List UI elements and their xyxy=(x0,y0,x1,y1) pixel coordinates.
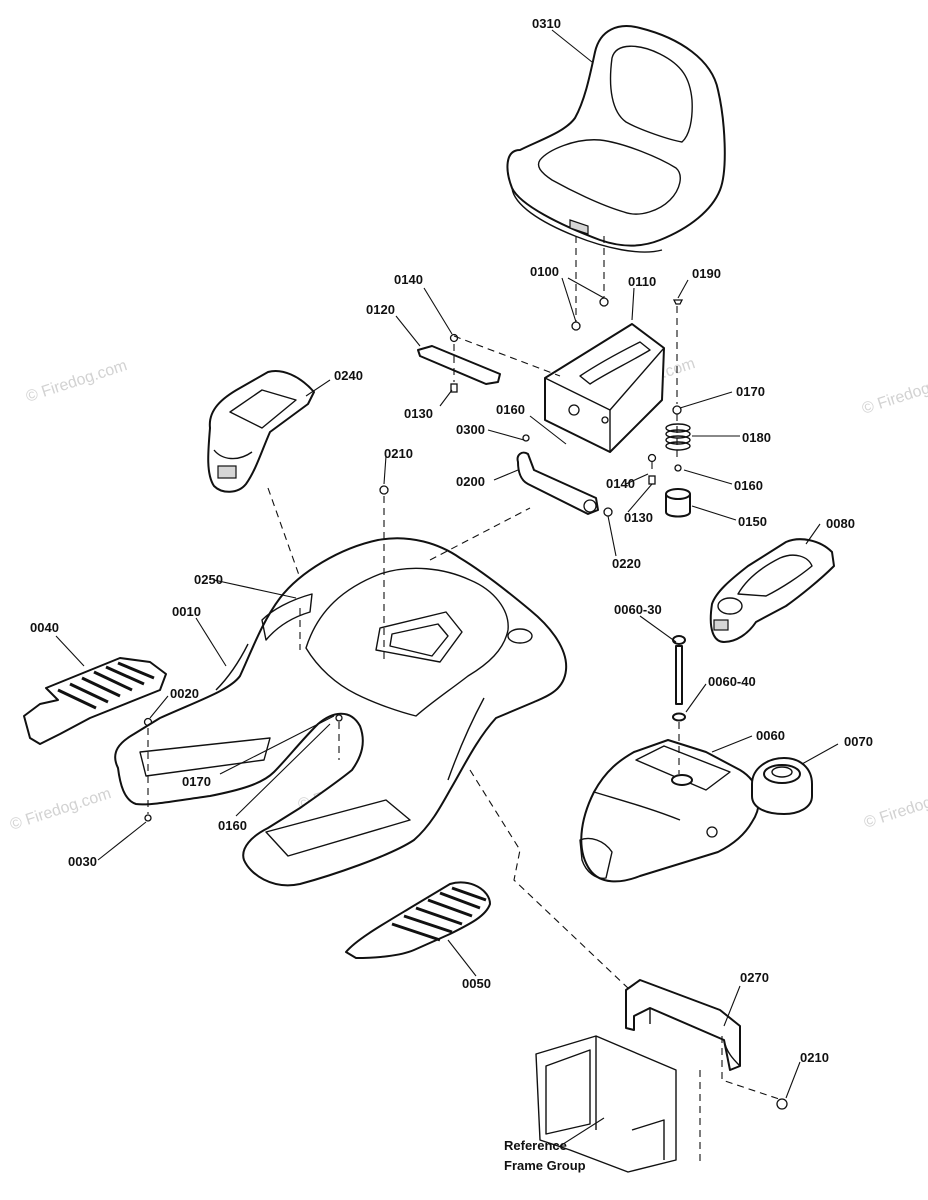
spring-drawing xyxy=(665,423,691,451)
label-0110: 0110 xyxy=(628,274,656,289)
label-0060-40: 0060-40 xyxy=(708,674,756,689)
label-0060-30: 0060-30 xyxy=(614,602,662,617)
bumper-drawing xyxy=(665,488,691,518)
seat-drawing xyxy=(506,25,726,253)
label-0050: 0050 xyxy=(462,976,491,991)
watermark-3: © Firedog.com xyxy=(860,369,928,418)
label-0130-mid: 0130 xyxy=(624,510,653,525)
right-pod-drawing xyxy=(709,538,835,643)
bracket-drawing xyxy=(625,979,741,1071)
label-0080: 0080 xyxy=(826,516,855,531)
label-0170-top: 0170 xyxy=(736,384,765,399)
label-0010: 0010 xyxy=(172,604,201,619)
assembly-lines xyxy=(147,236,783,1166)
fuel-cap-drawing xyxy=(751,757,813,815)
label-0140-mid: 0140 xyxy=(606,476,635,491)
label-0240: 0240 xyxy=(334,368,363,383)
part-labels: 0310 0100 0110 0190 0140 0120 0130 0240 … xyxy=(30,16,873,1173)
fender-body-drawing xyxy=(114,537,568,887)
label-0060: 0060 xyxy=(756,728,785,743)
label-0130-top: 0130 xyxy=(404,406,433,421)
label-0040: 0040 xyxy=(30,620,59,635)
label-0190: 0190 xyxy=(692,266,721,281)
hinge-rod-drawing xyxy=(516,451,599,515)
watermark-1: © Firedog.com xyxy=(24,357,129,406)
label-0140-top: 0140 xyxy=(394,272,423,287)
label-0300: 0300 xyxy=(456,422,485,437)
label-0210-top: 0210 xyxy=(384,446,413,461)
left-foot-pad-drawing xyxy=(23,657,167,745)
label-0160-mid: 0160 xyxy=(734,478,763,493)
left-pod-drawing xyxy=(207,370,315,493)
label-0180: 0180 xyxy=(742,430,771,445)
label-0170-bottom: 0170 xyxy=(182,774,211,789)
label-0160-top: 0160 xyxy=(496,402,525,417)
seat-bracket-drawing xyxy=(544,323,665,453)
label-0270: 0270 xyxy=(740,970,769,985)
label-0030: 0030 xyxy=(68,854,97,869)
label-0100: 0100 xyxy=(530,264,559,279)
reference-label-line2: Frame Group xyxy=(504,1158,586,1173)
label-0150: 0150 xyxy=(738,514,767,529)
leader-lines xyxy=(55,29,839,1147)
label-0120: 0120 xyxy=(366,302,395,317)
label-0160-bottom: 0160 xyxy=(218,818,247,833)
slide-rail-drawing xyxy=(417,345,501,385)
label-0310: 0310 xyxy=(532,16,561,31)
label-0070: 0070 xyxy=(844,734,873,749)
label-0210-bottom: 0210 xyxy=(800,1050,829,1065)
watermark-4: © Firedog.com xyxy=(8,785,113,834)
label-0020: 0020 xyxy=(170,686,199,701)
fuel-tank-drawing xyxy=(579,635,760,883)
watermark-7: © Firedog.com xyxy=(862,783,928,832)
reference-frame-drawing xyxy=(535,1035,677,1173)
reference-label-line1: Reference xyxy=(504,1138,567,1153)
label-0250: 0250 xyxy=(194,572,223,587)
right-foot-pad-drawing xyxy=(345,881,491,959)
label-0200: 0200 xyxy=(456,474,485,489)
label-0220: 0220 xyxy=(612,556,641,571)
